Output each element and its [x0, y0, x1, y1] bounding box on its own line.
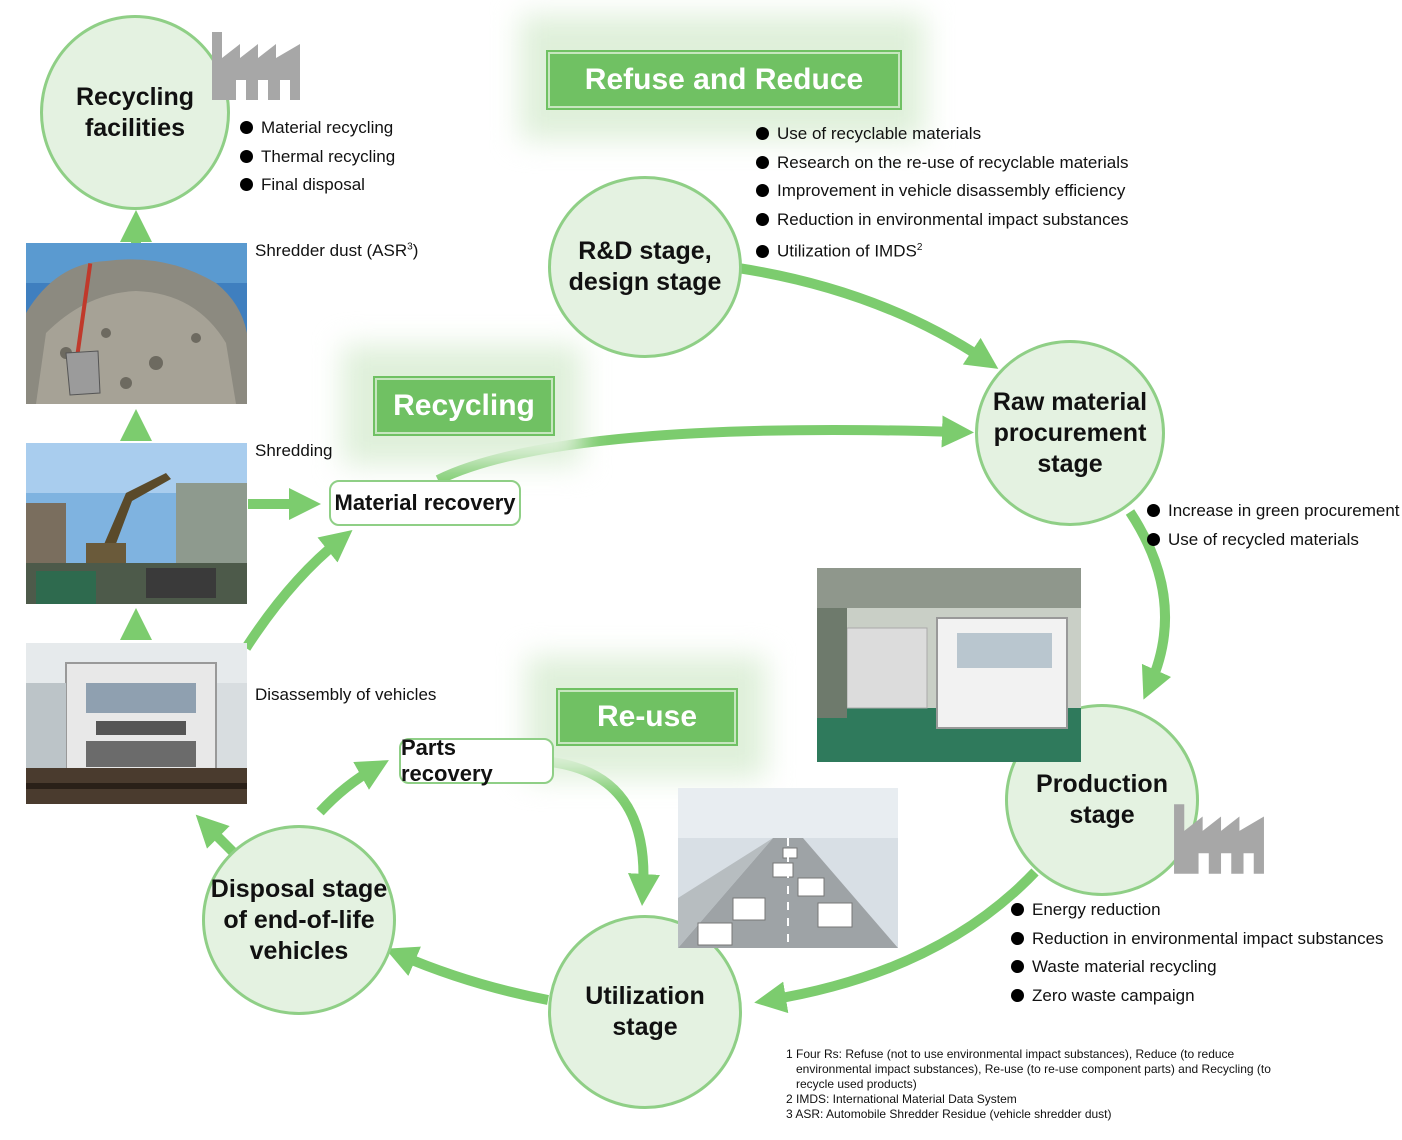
- stage-raw-material-label: Raw material procurement stage: [992, 387, 1148, 478]
- stage-recycling-facilities-label: Recycling facilities: [75, 82, 195, 142]
- list-item: Improvement in vehicle disassembly effic…: [756, 177, 1129, 206]
- stage-rd-design-label: R&D stage, design stage: [568, 237, 722, 296]
- footnotes: 1 Four Rs: Refuse (not to use environmen…: [786, 1047, 1346, 1122]
- stage-rd-design: R&D stage, design stage: [548, 176, 742, 358]
- bullet-dot-icon: [756, 244, 769, 258]
- bullet-dot-icon: [756, 212, 769, 226]
- disassembly-photo: [26, 643, 247, 804]
- footnote-line: 1 Four Rs: Refuse (not to use environmen…: [786, 1047, 1235, 1061]
- bullet-dot-icon: [1011, 903, 1024, 916]
- shredder-dust-label: Shredder dust (ASR3): [255, 241, 419, 260]
- bullet-dot-icon: [240, 121, 253, 134]
- stage-raw-material: Raw material procurement stage: [975, 340, 1165, 526]
- list-item: Thermal recycling: [240, 143, 395, 172]
- list-item: Energy reduction: [1011, 896, 1384, 925]
- raw-material-list: Increase in green procurement Use of rec…: [1147, 497, 1400, 554]
- list-item: Increase in green procurement: [1147, 497, 1400, 526]
- bullet-dot-icon: [1147, 504, 1160, 517]
- production-list: Energy reduction Reduction in environmen…: [1011, 896, 1384, 1010]
- arrow-disposal-to-parts: [316, 760, 389, 816]
- stage-recycling-facilities: Recycling facilities: [40, 15, 230, 210]
- list-item: Use of recyclable materials: [756, 120, 1129, 149]
- banner-recycling: Recycling: [375, 378, 553, 434]
- arrow-parts-to-utilization: [550, 757, 660, 906]
- factory-icon: [212, 32, 300, 100]
- shredding-photo: [26, 443, 247, 604]
- list-item: Utilization of IMDS2: [756, 234, 1129, 266]
- factory-icon: [1174, 804, 1264, 874]
- arrow-disposal-to-disassembly: [195, 814, 237, 856]
- stage-disposal-label: Disposal stage of end-of-life vehicles: [210, 874, 388, 965]
- footnote-marker: 2: [916, 242, 923, 253]
- shredding-label: Shredding: [255, 441, 333, 460]
- list-item: Research on the re-use of recyclable mat…: [756, 149, 1129, 178]
- disassembly-label: Disassembly of vehicles: [255, 685, 437, 704]
- rd-design-list: Use of recyclable materials Research on …: [756, 120, 1129, 266]
- banner-refuse-reduce: Refuse and Reduce: [548, 52, 900, 108]
- footnote-line: 2 IMDS: International Material Data Syst…: [786, 1092, 1017, 1106]
- production-photo: [817, 568, 1081, 762]
- list-item: Material recycling: [240, 114, 395, 143]
- banner-reuse: Re-use: [558, 690, 736, 744]
- footnote-line: environmental impact substances), Re-use…: [786, 1062, 1271, 1076]
- bullet-dot-icon: [240, 178, 253, 191]
- bullet-dot-icon: [756, 155, 769, 169]
- bullet-dot-icon: [1011, 988, 1024, 1002]
- arrow-raw-to-production: [1125, 509, 1172, 700]
- material-recovery-box: Material recovery: [329, 480, 521, 526]
- bullet-dot-icon: [1011, 931, 1024, 945]
- arrow-rd-to-raw: [737, 263, 999, 369]
- recycling-facilities-list: Material recycling Thermal recycling Fin…: [240, 114, 395, 200]
- footnote-line: recycle used products): [786, 1077, 917, 1091]
- list-item: Waste material recycling: [1011, 953, 1384, 982]
- footnote-marker: 3: [407, 241, 413, 253]
- list-item: Reduction in environmental impact substa…: [756, 206, 1129, 235]
- list-item: Reduction in environmental impact substa…: [1011, 925, 1384, 954]
- bullet-dot-icon: [756, 127, 769, 140]
- arrow-utilization-to-disposal: [385, 946, 549, 1005]
- arrow-disassembly-to-material: [241, 530, 353, 651]
- list-item: Zero waste campaign: [1011, 982, 1384, 1011]
- bullet-dot-icon: [756, 184, 769, 197]
- bullet-dot-icon: [1011, 960, 1024, 973]
- shredder-dust-photo: [26, 243, 247, 404]
- bullet-dot-icon: [1147, 532, 1160, 546]
- stage-disposal: Disposal stage of end-of-life vehicles: [202, 825, 396, 1015]
- list-item: Final disposal: [240, 171, 395, 200]
- stage-utilization-label: Utilization stage: [585, 982, 705, 1041]
- stage-production-label: Production stage: [1036, 770, 1168, 829]
- parts-recovery-box: Parts recovery: [399, 735, 554, 786]
- footnote-line: 3 ASR: Automobile Shredder Residue (vehi…: [786, 1107, 1112, 1121]
- bullet-dot-icon: [240, 149, 253, 163]
- list-item: Use of recycled materials: [1147, 526, 1400, 555]
- arrow-production-to-utilization: [754, 868, 1039, 1014]
- highway-photo: [678, 788, 898, 948]
